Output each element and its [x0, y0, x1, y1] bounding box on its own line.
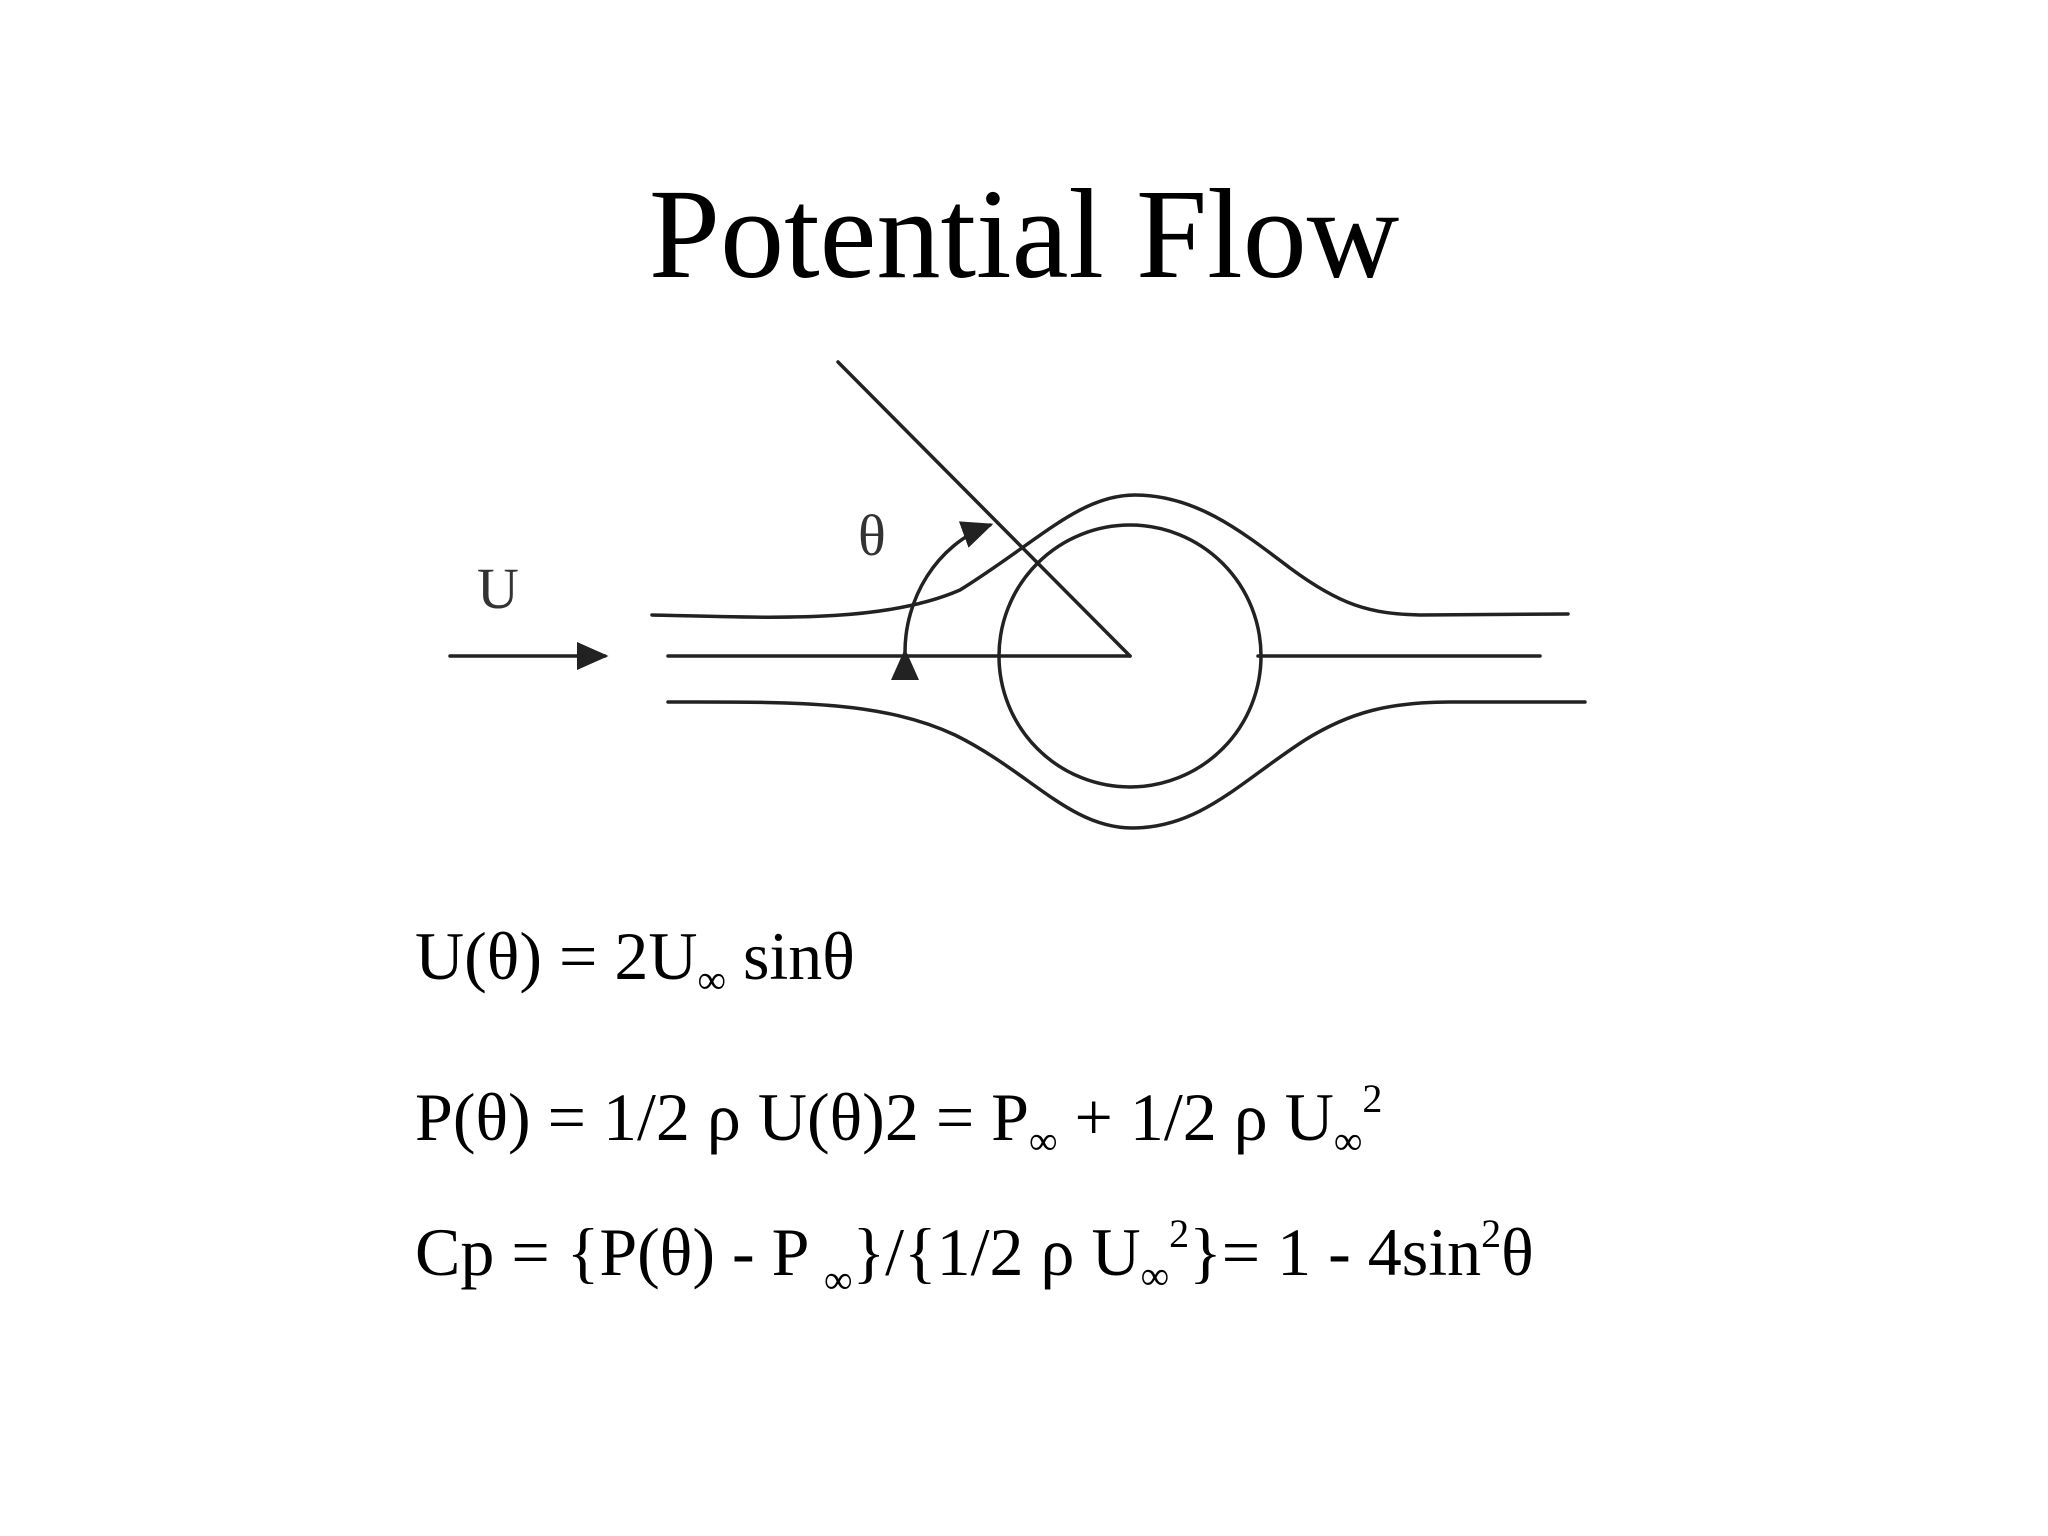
eq1-sub-infinity: ∞ — [697, 957, 726, 1002]
slide-title: Potential Flow — [648, 163, 1400, 305]
upper-streamline — [650, 493, 1570, 619]
eq3-sub2: ∞ — [1140, 1253, 1170, 1298]
cylinder — [997, 523, 1263, 789]
equation-pressure-coefficient: Cp = {P(θ) - P ∞}/{1/2 ρ U∞2}= 1 - 4sin2… — [415, 1214, 1534, 1300]
eq2-part1: P(θ) = 1/2 ρ U(θ)2 = P — [415, 1079, 1029, 1155]
eq3-sup2: 2 — [1169, 1211, 1190, 1256]
eq3-sup3: 2 — [1481, 1211, 1502, 1256]
freestream-label: U — [477, 556, 519, 621]
eq3-part1: Cp = {P(θ) - P — [415, 1214, 824, 1290]
eq3-part3: }= 1 - 4sin — [1189, 1214, 1482, 1290]
eq3-part4: θ — [1501, 1214, 1534, 1290]
eq2-sub1: ∞ — [1029, 1118, 1058, 1163]
eq3-sub1: ∞ — [823, 1257, 853, 1302]
equation-pressure: P(θ) = 1/2 ρ U(θ)2 = P∞ + 1/2 ρ U∞2 — [415, 1079, 1382, 1161]
eq2-sup2: 2 — [1362, 1076, 1383, 1121]
equation-velocity: U(θ) = 2U∞ sinθ — [415, 922, 855, 1000]
eq1-lhs: U(θ) = 2U — [415, 918, 698, 994]
eq1-rhs: sinθ — [725, 918, 855, 994]
angle-arc — [890, 521, 994, 681]
angle-label: θ — [858, 503, 886, 568]
radius-line — [836, 360, 1132, 658]
lower-streamline — [666, 700, 1587, 830]
eq2-part2: + 1/2 ρ U — [1057, 1079, 1334, 1155]
eq3-part2: }/{1/2 ρ U — [852, 1214, 1141, 1290]
eq2-sub2: ∞ — [1333, 1118, 1363, 1163]
